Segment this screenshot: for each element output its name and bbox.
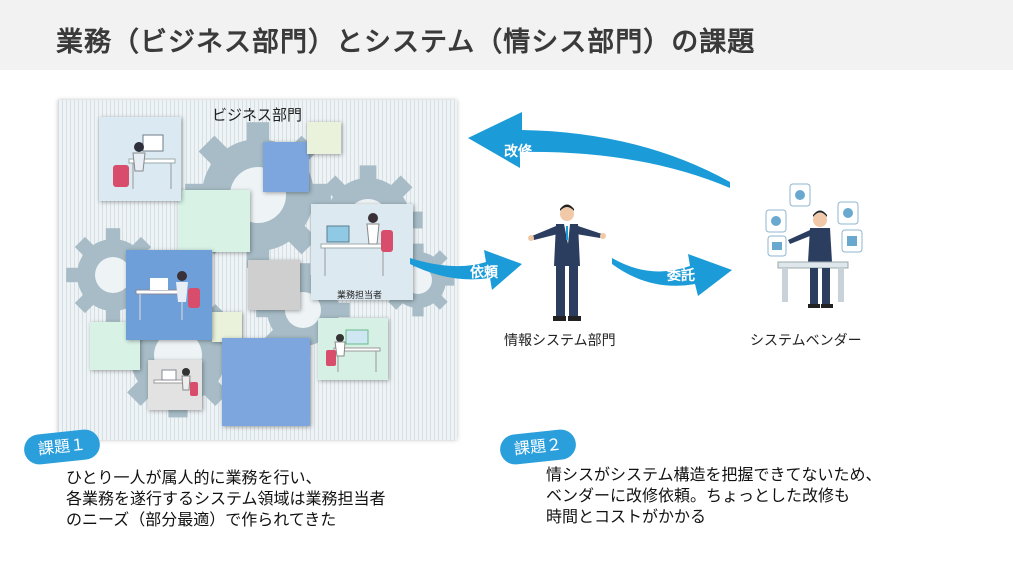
issue-1-line: 各業務を遂行するシステム領域は業務担当者 bbox=[66, 489, 386, 508]
issue-text-1: ひとり一人が属人的に業務を行い、 各業務を遂行するシステム領域は業務担当者 のニ… bbox=[66, 467, 386, 530]
square-blue bbox=[263, 142, 309, 192]
worker-photo bbox=[318, 318, 388, 380]
request-arrow bbox=[410, 250, 522, 290]
worker-photo-main bbox=[311, 204, 413, 300]
it-dept-figure bbox=[528, 204, 606, 321]
business-label: ビジネス部門 bbox=[212, 106, 303, 124]
person-label: 業務担当者 bbox=[337, 291, 383, 301]
issue-2-line: 時間とコストがかかる bbox=[546, 507, 707, 526]
vendor-label: システムベンダー bbox=[750, 333, 862, 349]
header-bar: 業務（ビジネス部門）とシステム（情シス部門）の課題 bbox=[0, 0, 1013, 70]
request-label: 依頼 bbox=[470, 265, 498, 281]
square-cream bbox=[212, 312, 242, 342]
it-dept-label: 情報システム部門 bbox=[504, 333, 616, 349]
square-cream bbox=[307, 122, 341, 154]
square-blue bbox=[222, 338, 310, 426]
issue-2-line: 情シスがシステム構造を把握できてないため、 bbox=[546, 465, 882, 484]
issue-1-line: ひとり一人が属人的に業務を行い、 bbox=[66, 468, 322, 487]
worker-photo bbox=[99, 117, 181, 201]
page-title: 業務（ビジネス部門）とシステム（情シス部門）の課題 bbox=[56, 27, 756, 58]
issue-text-2: 情シスがシステム構造を把握できてないため、 ベンダーに改修依頼。ちょっとした改修… bbox=[546, 464, 882, 527]
square-mint bbox=[178, 190, 250, 252]
worker-photo bbox=[126, 250, 212, 340]
square-gray bbox=[248, 260, 300, 310]
modify-label: 改修 bbox=[504, 144, 532, 160]
outsource-arrow bbox=[612, 254, 732, 296]
issue-2-line: ベンダーに改修依頼。ちょっとした改修も bbox=[546, 486, 851, 505]
modify-arrow bbox=[468, 112, 730, 188]
issue-1-line: のニーズ（部分最適）で作られてきた bbox=[66, 510, 337, 529]
worker-photo bbox=[148, 360, 202, 410]
vendor-figure bbox=[765, 183, 863, 308]
outsource-label: 委託 bbox=[667, 268, 695, 284]
